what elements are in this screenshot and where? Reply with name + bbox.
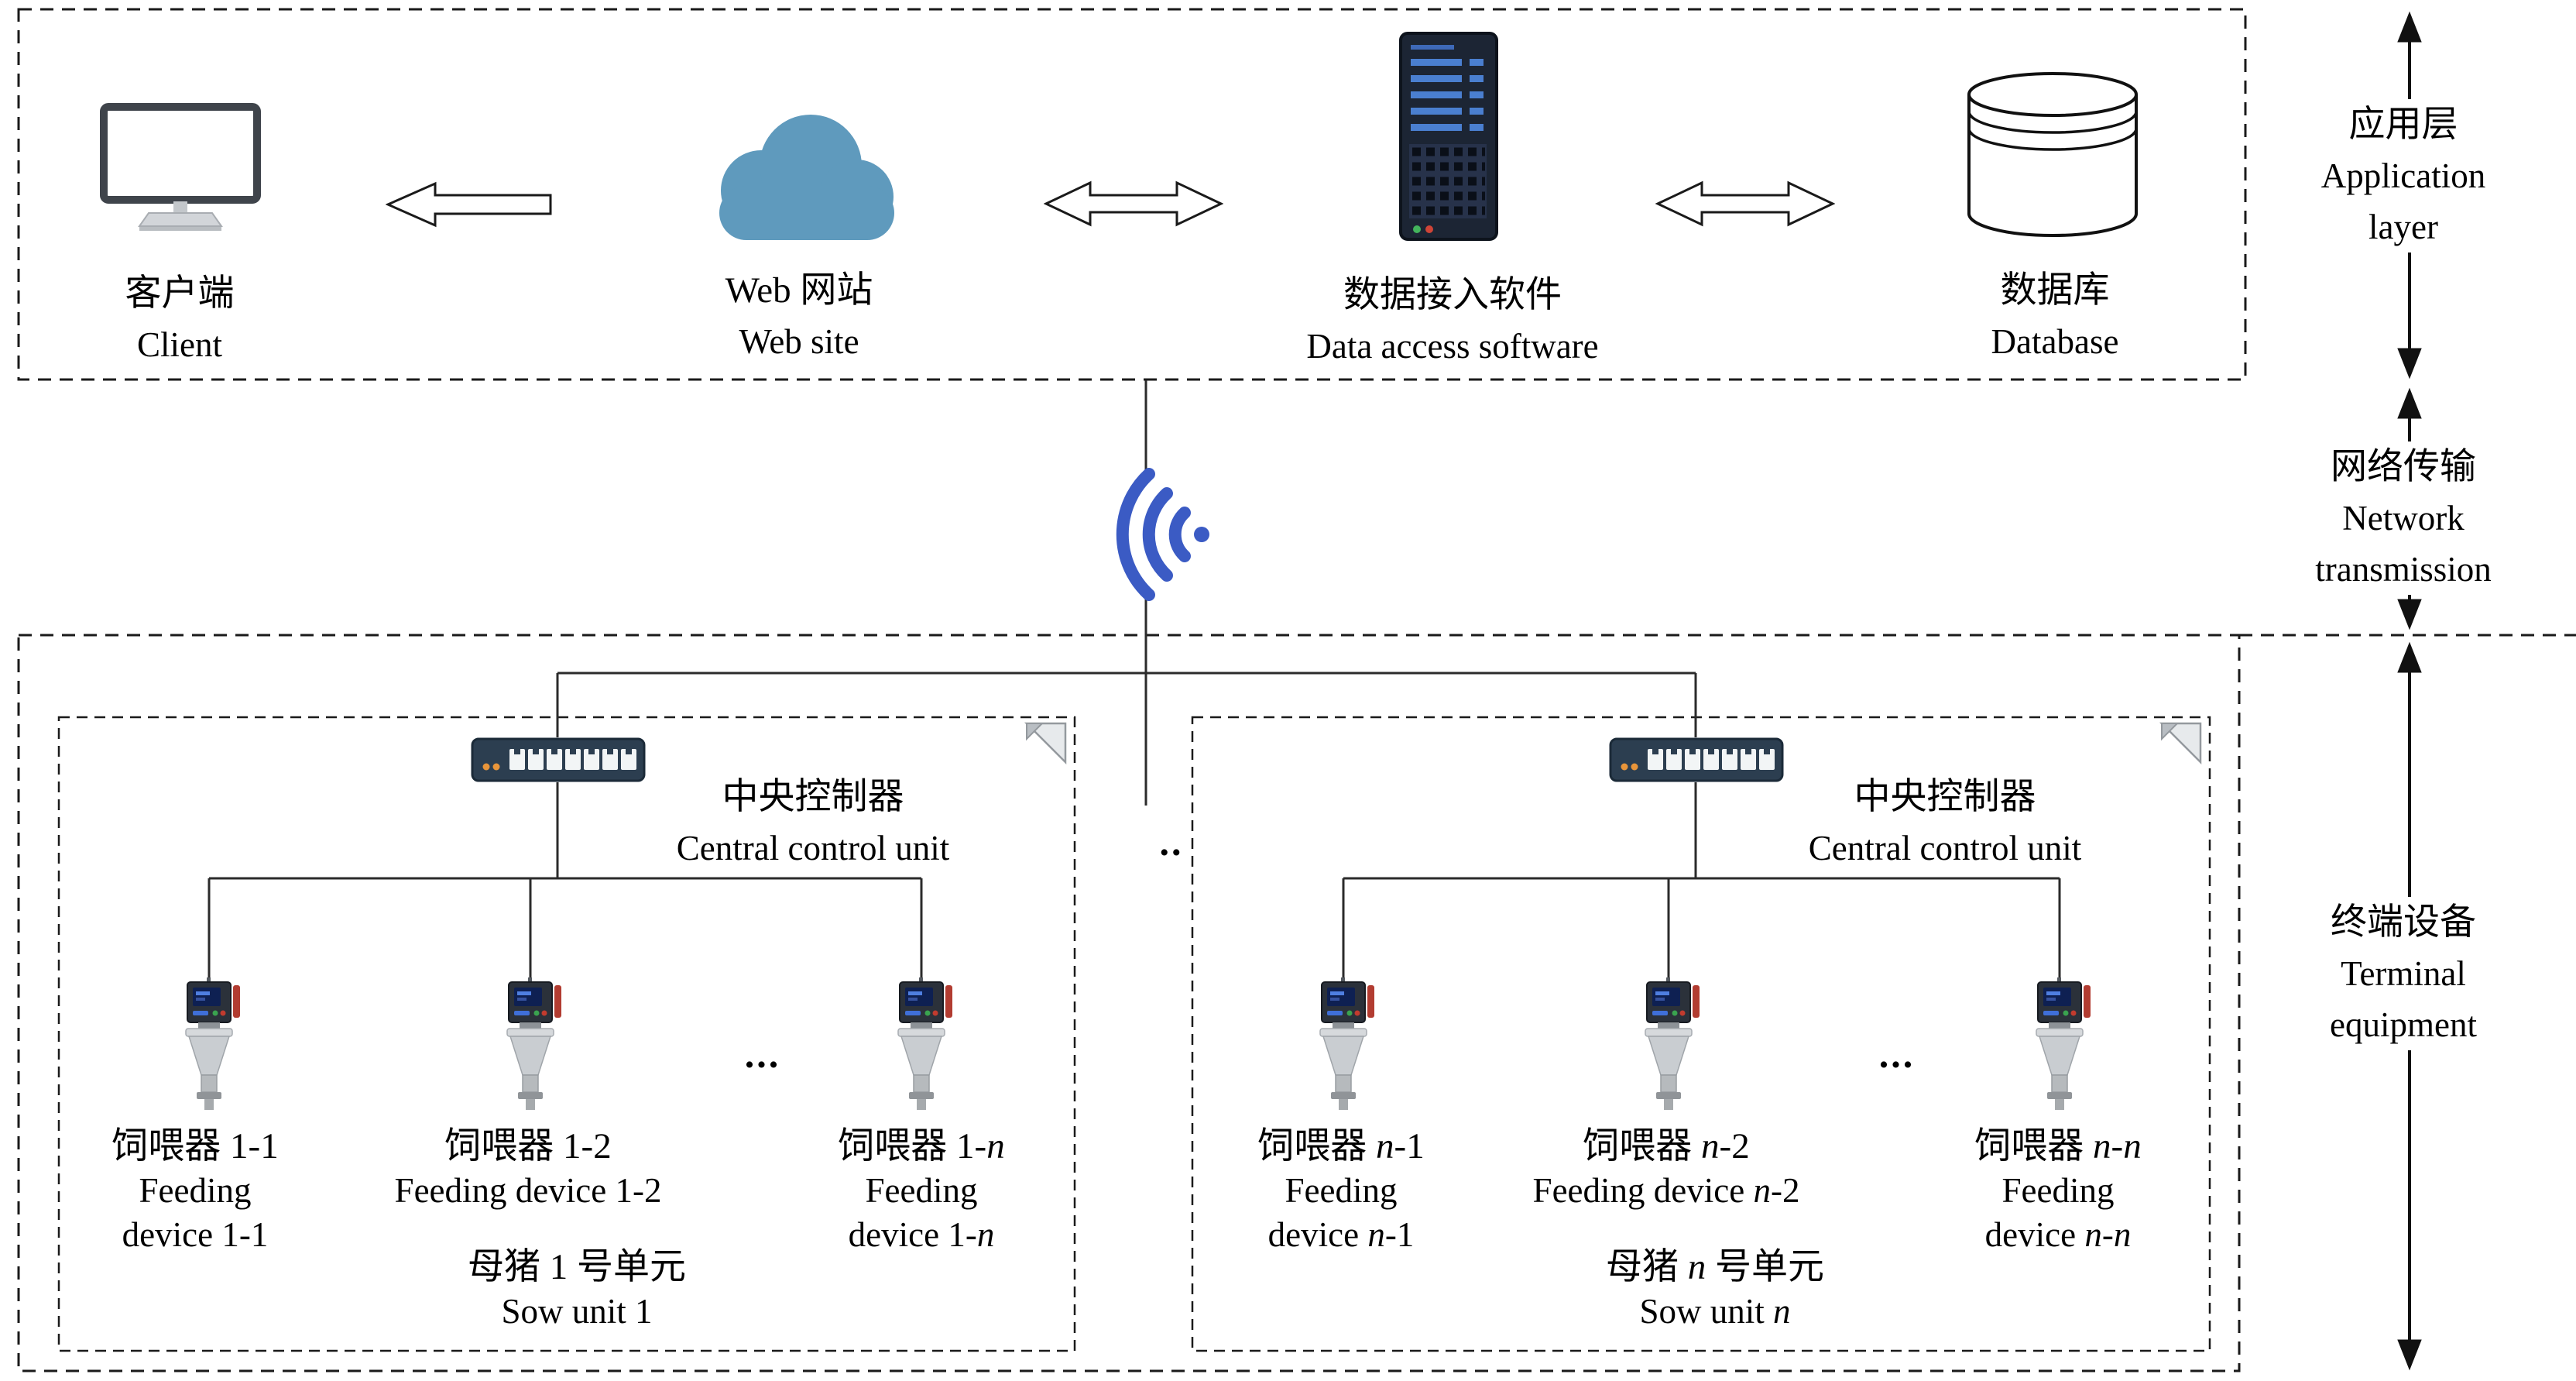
wifi-signal-icon <box>1116 468 1209 601</box>
controller-label-unit-n: 中央控制器 Central control unit <box>1809 771 2081 874</box>
side-label-network-transmission: 网络传输 Network transmission <box>2309 441 2498 595</box>
device-label-n-n-zh: 饲喂器 n-n <box>1974 1126 2142 1166</box>
double-arrow-icon <box>1655 180 1835 227</box>
side-label-network-en: Network transmission <box>2309 493 2498 595</box>
side-label-terminal-zh: 终端设备 <box>2317 897 2490 948</box>
device-label-n-1: 饲喂器 n-1 Feeding device n-1 <box>1249 1125 1433 1257</box>
client-label: 客户端 Client <box>125 268 235 370</box>
side-label-application-zh: 应用层 <box>2314 99 2492 150</box>
feeder-ellipsis-unit-n: ... <box>1878 1032 1916 1076</box>
database-cylinder-icon <box>1967 72 2138 237</box>
client-label-zh: 客户端 <box>125 273 235 314</box>
desktop-monitor-icon <box>100 103 261 231</box>
device-label-n-n: 饲喂器 n-n Feeding device n-n <box>1966 1125 2150 1257</box>
double-arrow-icon <box>1044 180 1223 227</box>
device-label-1-1: 饲喂器 1-1 Feeding device 1-1 <box>103 1125 287 1257</box>
page-corner-icon <box>2157 720 2204 767</box>
database-label-zh: 数据库 <box>2000 270 2110 311</box>
terminal-equipment-box <box>17 634 2241 1372</box>
side-label-network-zh: 网络传输 <box>2309 441 2498 493</box>
side-label-terminal-equipment: 终端设备 Terminal equipment <box>2317 897 2490 1050</box>
website-label: Web 网站 Web site <box>725 265 873 367</box>
controller-label-unit-n-zh: 中央控制器 <box>1854 777 2036 817</box>
side-label-terminal-en: Terminal equipment <box>2317 948 2490 1050</box>
device-label-1-1-en: Feeding device 1-1 <box>122 1171 269 1254</box>
network-wires <box>208 380 2061 977</box>
device-label-1-1-zh: 饲喂器 1-1 <box>111 1126 279 1166</box>
device-label-1-2: 饲喂器 1-2 Feeding device 1-2 <box>395 1125 662 1213</box>
website-label-en: Web site <box>739 322 859 361</box>
feeding-device-icon <box>883 977 960 1113</box>
between-units-ellipsis: .. <box>1159 820 1184 864</box>
data-access-label-zh: 数据接入软件 <box>1343 275 1562 315</box>
device-label-n-1-en: Feeding device n-1 <box>1267 1171 1415 1254</box>
device-label-1-2-en: Feeding device 1-2 <box>394 1171 662 1210</box>
website-label-zh: Web 网站 <box>725 270 873 311</box>
network-switch-icon <box>471 737 646 782</box>
controller-label-unit-n-en: Central control unit <box>1808 829 2082 867</box>
device-label-1-n-en: Feeding device 1-n <box>848 1171 995 1254</box>
feeding-device-icon <box>1305 977 1382 1113</box>
data-access-label: 数据接入软件 Data access software <box>1306 270 1598 372</box>
device-label-n-2-zh: 饲喂器 n-2 <box>1583 1126 1750 1166</box>
database-label: 数据库 Database <box>1991 265 2119 367</box>
unit-label-sow-unit-n-en: Sow unit n <box>1639 1292 1791 1331</box>
server-tower-icon <box>1399 32 1498 241</box>
network-switch-icon <box>1609 737 1784 782</box>
device-label-n-2: 饲喂器 n-2 Feeding device n-2 <box>1533 1125 1800 1213</box>
controller-label-unit-1: 中央控制器 Central control unit <box>677 771 949 874</box>
client-label-en: Client <box>137 325 222 364</box>
page-corner-icon <box>1022 720 1068 767</box>
sow-unit-1-box <box>57 716 1076 1352</box>
unit-label-sow-unit-1-zh: 母猪 1 号单元 <box>468 1247 686 1287</box>
device-label-n-n-en: Feeding device n-n <box>1984 1171 2132 1254</box>
application-layer-box <box>17 8 2247 381</box>
unit-label-sow-unit-1-en: Sow unit 1 <box>501 1292 653 1331</box>
feeding-device-icon <box>170 977 248 1113</box>
feeding-device-icon <box>2021 977 2098 1113</box>
side-label-application-layer: 应用层 Application layer <box>2314 99 2492 252</box>
data-access-label-en: Data access software <box>1306 327 1599 366</box>
device-label-n-1-zh: 饲喂器 n-1 <box>1257 1126 1425 1166</box>
side-label-application-en: Application layer <box>2314 150 2492 252</box>
feeding-device-icon <box>1630 977 1707 1113</box>
unit-label-sow-unit-1: 母猪 1 号单元 Sow unit 1 <box>468 1245 686 1334</box>
controller-label-unit-1-en: Central control unit <box>676 829 950 867</box>
unit-label-sow-unit-n: 母猪 n 号单元 Sow unit n <box>1606 1245 1824 1334</box>
controller-label-unit-1-zh: 中央控制器 <box>722 777 904 817</box>
sow-unit-n-box <box>1191 716 2211 1352</box>
database-label-en: Database <box>1991 322 2119 361</box>
device-label-n-2-en: Feeding device n-2 <box>1532 1171 1800 1210</box>
device-label-1-n-zh: 饲喂器 1-n <box>838 1126 1005 1166</box>
unit-label-sow-unit-n-zh: 母猪 n 号单元 <box>1606 1247 1824 1287</box>
feeder-ellipsis-unit-1: ... <box>744 1032 781 1076</box>
arrow-left-icon <box>386 181 552 228</box>
cloud-icon <box>719 115 894 240</box>
device-label-1-n: 饲喂器 1-n Feeding device 1-n <box>829 1125 1014 1257</box>
feeding-device-icon <box>492 977 569 1113</box>
device-label-1-2-zh: 饲喂器 1-2 <box>444 1126 612 1166</box>
